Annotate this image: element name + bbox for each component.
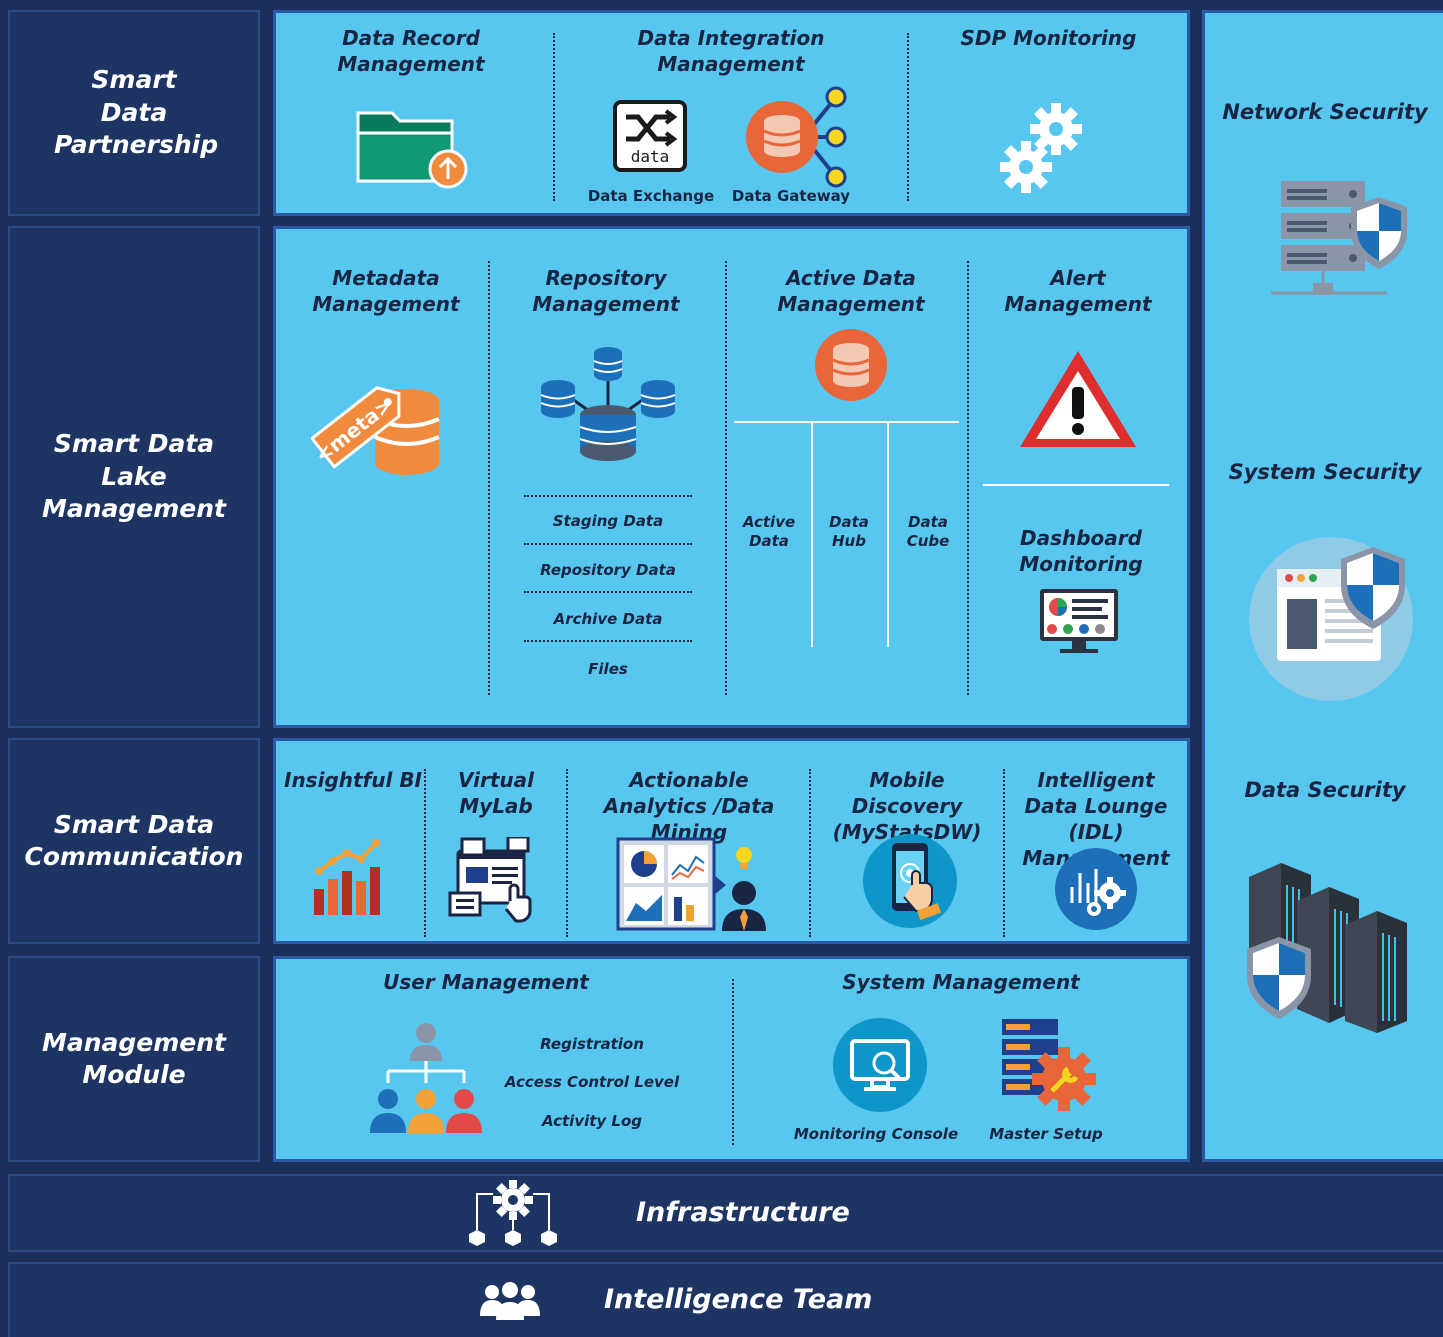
intelligence-team-bar: Intelligence Team xyxy=(8,1262,1443,1337)
partnership-panel: Data Record Management Data Integration … xyxy=(273,10,1190,216)
bar-chart-icon xyxy=(314,839,380,915)
server-settings-icon xyxy=(1002,1019,1096,1111)
row-label-partnership: Smart Data Partnership xyxy=(8,10,260,216)
mobile-discovery-title: Mobile Discovery (MyStatsDW) xyxy=(832,768,982,844)
system-security-title: System Security xyxy=(1228,460,1422,484)
user-item-access: Access Control Level xyxy=(504,1073,680,1091)
row-label-text: Smart Data Communication xyxy=(24,809,244,872)
alert-title: Alert Management xyxy=(1004,266,1152,316)
analytics-gear-icon xyxy=(1055,848,1137,930)
system-management-title: System Management xyxy=(842,970,1080,994)
repository-icon xyxy=(540,347,676,461)
repo-item-files: Files xyxy=(588,660,628,678)
database-icon xyxy=(815,329,887,401)
active-item-cube: Data Cube xyxy=(906,513,950,550)
data-servers-shield-icon xyxy=(1247,863,1407,1033)
repo-item-repository: Repository Data xyxy=(540,561,676,579)
data-record-title: Data Record Management xyxy=(337,26,485,76)
network-gear-icon xyxy=(469,1180,557,1246)
repository-title: Repository Management xyxy=(532,266,680,316)
warning-icon xyxy=(1020,351,1136,447)
system-shield-icon xyxy=(1249,537,1413,701)
lake-panel: Metadata Management Repository Managemen… xyxy=(273,226,1190,728)
row-label-lake: Smart Data Lake Management xyxy=(8,226,260,728)
network-security-title: Network Security xyxy=(1222,100,1428,124)
intelligence-team-label: Intelligence Team xyxy=(604,1284,873,1315)
row-label-management: Management Module xyxy=(8,956,260,1162)
data-exchange-icon: data xyxy=(613,100,687,172)
data-gateway-icon xyxy=(746,86,847,188)
network-shield-icon xyxy=(1271,181,1407,295)
virtual-mylab-title: Virtual MyLab xyxy=(458,768,534,818)
analytics-person-icon xyxy=(616,837,766,931)
analytics-title: Actionable Analytics /Data Mining xyxy=(603,768,775,844)
folder-upload-icon xyxy=(356,111,468,189)
insightful-bi-title: Insightful BI xyxy=(284,768,422,792)
dashboard-title: Dashboard Monitoring xyxy=(1019,526,1143,576)
dashboard-monitor-icon xyxy=(1040,589,1118,653)
meta-tag-icon: <meta> xyxy=(311,386,440,475)
metadata-title: Metadata Management xyxy=(312,266,460,316)
communication-panel: Insightful BI Virtual MyLab Actionable A… xyxy=(273,738,1190,944)
row-label-text: Smart Data Partnership xyxy=(54,65,219,160)
active-item-hub: Data Hub xyxy=(829,513,869,550)
data-icon-text: data xyxy=(631,147,670,166)
repo-item-staging: Staging Data xyxy=(552,512,664,530)
data-security-title: Data Security xyxy=(1244,778,1406,802)
gears-icon xyxy=(1000,103,1082,193)
mobile-touch-icon xyxy=(863,834,957,928)
monitoring-console-icon xyxy=(833,1018,927,1112)
row-label-text: Smart Data Lake Management xyxy=(41,429,227,524)
infrastructure-label: Infrastructure xyxy=(636,1197,850,1228)
master-setup-caption: Master Setup xyxy=(989,1125,1103,1143)
security-panel: Network Security System Security Data Se… xyxy=(1202,10,1443,1162)
team-icon xyxy=(480,1282,540,1320)
management-panel: User Management System Management Regist… xyxy=(273,956,1190,1162)
row-label-communication: Smart Data Communication xyxy=(8,738,260,944)
active-item-active: Active Data xyxy=(742,513,796,550)
organization-icon xyxy=(370,1023,482,1133)
user-item-registration: Registration xyxy=(540,1035,644,1053)
data-exchange-caption: Data Exchange xyxy=(587,187,715,205)
data-integration-title: Data Integration Management xyxy=(637,26,825,76)
web-dashboard-icon xyxy=(448,837,532,923)
row-label-text: Management Module xyxy=(41,1027,227,1090)
user-item-activity: Activity Log xyxy=(541,1112,643,1130)
repo-item-archive: Archive Data xyxy=(553,610,663,628)
active-data-title: Active Data Management xyxy=(777,266,925,316)
data-gateway-caption: Data Gateway xyxy=(731,187,851,205)
sdp-monitoring-title: SDP Monitoring xyxy=(960,26,1137,50)
monitoring-console-caption: Monitoring Console xyxy=(793,1125,959,1143)
infrastructure-bar: Infrastructure xyxy=(8,1174,1443,1252)
user-management-title: User Management xyxy=(383,970,589,994)
